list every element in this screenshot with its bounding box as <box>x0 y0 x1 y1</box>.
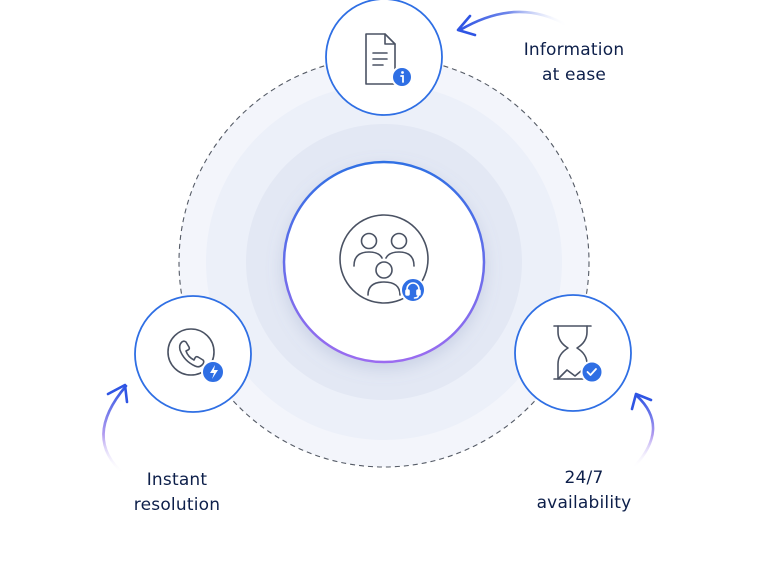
information-label-line-2: at ease <box>541 65 607 85</box>
availability-node <box>514 294 632 412</box>
instant-label-line-2: resolution <box>133 495 221 515</box>
arrow-to-instant <box>102 383 129 476</box>
lightning-icon <box>201 360 225 384</box>
center-node <box>282 160 486 364</box>
arrow-to-availability <box>630 392 655 470</box>
availability-label: 24/7 availability <box>522 466 646 516</box>
information-node <box>325 0 443 116</box>
information-label-line-1: Information <box>523 40 625 60</box>
headset-badge <box>400 277 426 303</box>
availability-label-line-2: availability <box>536 493 632 513</box>
team-headset-icon <box>339 214 429 304</box>
arrow-to-information <box>456 10 570 37</box>
info-icon <box>391 66 413 88</box>
document-info-icon <box>365 33 396 85</box>
instant-label: Instant resolution <box>118 468 236 518</box>
availability-label-line-1: 24/7 <box>564 468 604 488</box>
instant-label-line-1: Instant <box>146 470 208 490</box>
phone-icon <box>167 328 215 376</box>
instant-node <box>134 295 252 413</box>
check-icon <box>580 360 604 384</box>
information-label: Information at ease <box>505 38 643 88</box>
